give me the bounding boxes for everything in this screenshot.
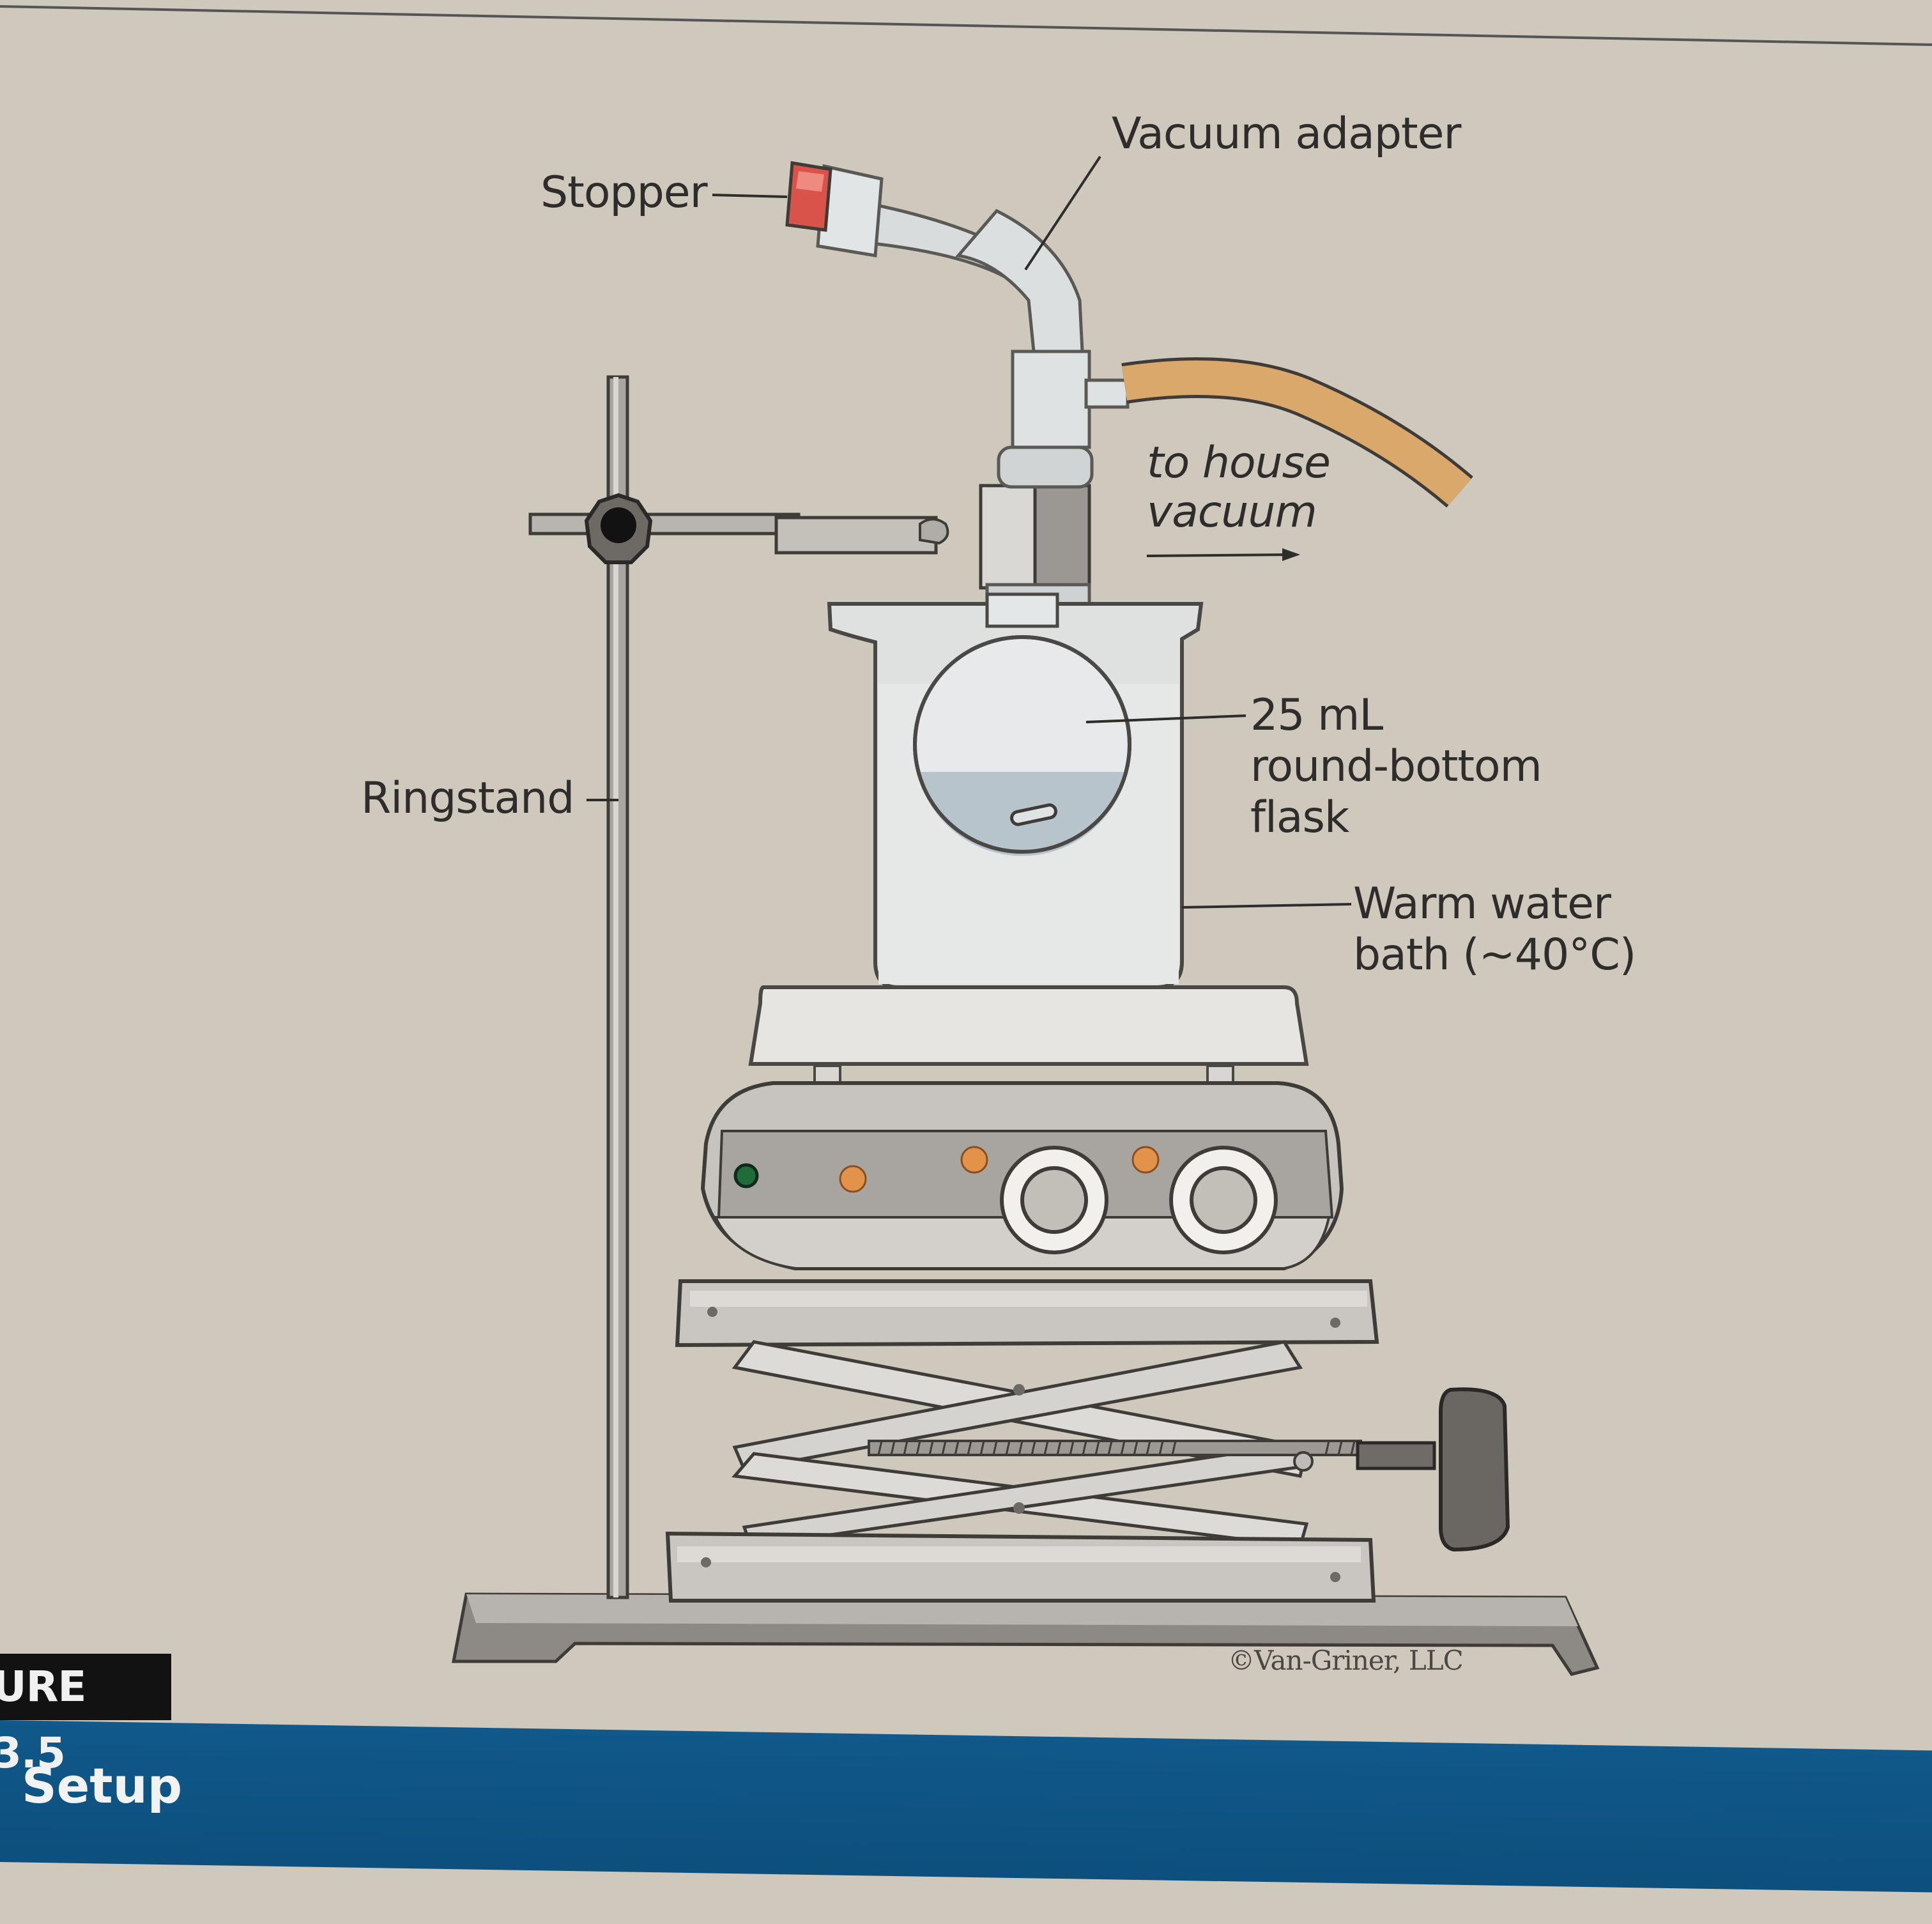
flask-label-line1: 25 mL (1250, 690, 1383, 741)
page-edge-line (0, 5, 1932, 46)
bath-label-line1: Warm water (1353, 879, 1611, 929)
ringstand-rod (606, 375, 629, 1599)
figure-number: URE 3.5 (0, 1662, 86, 1778)
flask-label-line2: round-bottom (1250, 741, 1542, 792)
copyright-text: ©Van-Griner, LLC (1228, 1645, 1464, 1676)
clamp-holder (584, 493, 653, 564)
flask-clamp (979, 484, 1091, 590)
bath-leader-line (1181, 903, 1352, 909)
hotplate-stirrer (700, 1081, 1344, 1270)
stir-control-knob (1169, 1146, 1278, 1254)
vacuum-tubing (1121, 357, 1473, 508)
lab-jack (665, 1279, 1510, 1603)
figure-number-box: URE 3.5 (0, 1654, 171, 1778)
to-house-vacuum-label-line2: vacuum (1147, 487, 1317, 537)
vacuum-adapter-label: Vacuum adapter (1112, 109, 1461, 159)
ringstand-label: Ringstand (361, 773, 574, 824)
caption-band (0, 1720, 1932, 1893)
round-bottom-flask (913, 592, 1131, 856)
clamp-arm (528, 512, 949, 555)
indicator-light (839, 1165, 867, 1193)
power-indicator-light (733, 1163, 759, 1189)
heat-control-knob (1000, 1146, 1108, 1254)
to-house-vacuum-label-line1: to house (1147, 438, 1331, 488)
indicator-light (1131, 1146, 1160, 1174)
bath-label-line2: bath (~40°C) (1353, 930, 1636, 980)
figure-caption: Setup (22, 1757, 183, 1814)
stopper-label: Stopper (540, 167, 708, 218)
vacuum-adapter-leader-line (1024, 155, 1101, 271)
stir-bar (1010, 803, 1057, 826)
stopper (785, 161, 884, 258)
indicator-light (960, 1146, 988, 1174)
vacuum-direction-arrow (1146, 548, 1300, 561)
hotplate-top (748, 985, 1309, 1086)
flask-leader-line (1085, 714, 1246, 723)
stopper-leader-line (712, 194, 788, 198)
leader-lines (586, 155, 1352, 909)
flask-label-line3: flask (1250, 792, 1349, 843)
